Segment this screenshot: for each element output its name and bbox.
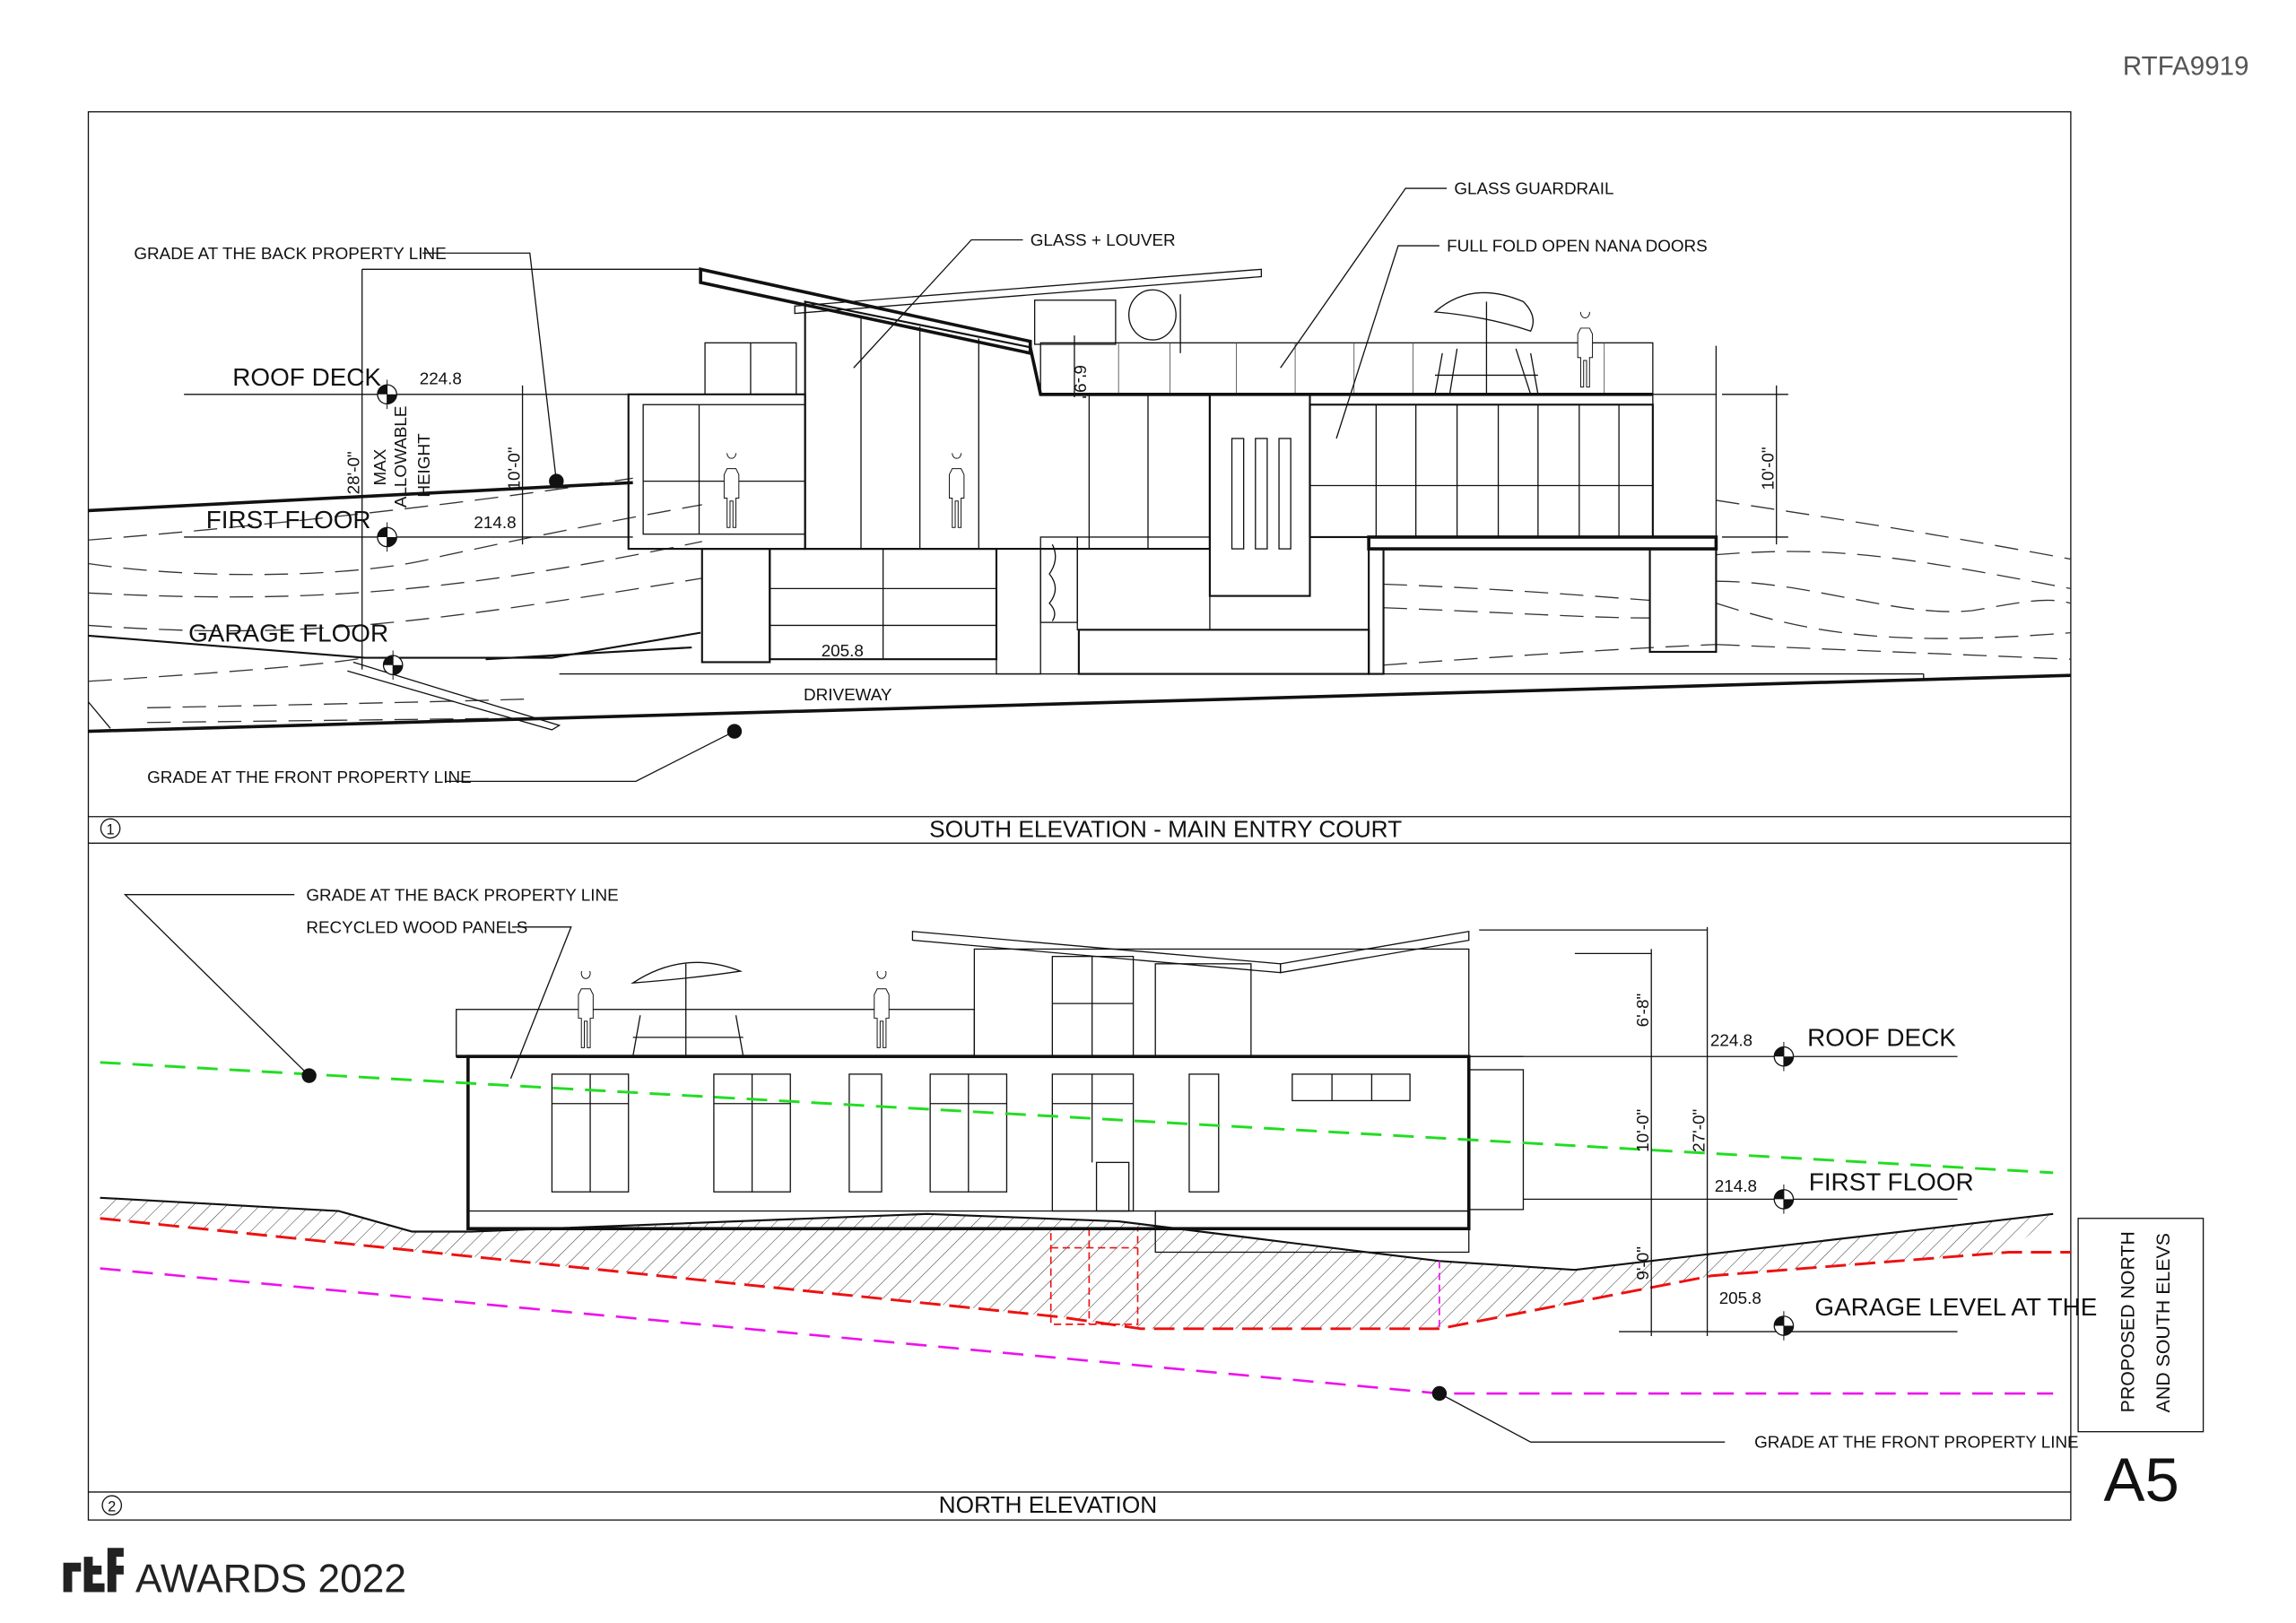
level-label: GARAGE FLOOR	[188, 619, 388, 647]
level-elevation: 214.8	[474, 513, 516, 532]
note-back-grade: GRADE AT THE BACK PROPERTY LINE	[134, 244, 446, 263]
patio-umbrella	[1433, 291, 1539, 395]
person-figure	[948, 453, 965, 528]
sheet-number: A5	[2104, 1445, 2179, 1515]
note-glass-guardrail: GLASS GUARDRAIL	[1454, 179, 1613, 198]
level-marker-icon	[382, 650, 404, 681]
note-nana-doors: FULL FOLD OPEN NANA DOORS	[1447, 237, 1708, 256]
level-label: FIRST FLOOR	[1809, 1168, 1974, 1196]
awards-label: AWARDS 2022	[135, 1558, 406, 1601]
view-number-badge	[100, 818, 121, 839]
sheet-title-line: PROPOSED NORTH	[2117, 1231, 2138, 1412]
level-marker-icon	[1773, 1041, 1795, 1072]
brick-pillar	[1648, 548, 1718, 654]
level-marker-icon	[1773, 1311, 1795, 1341]
dimension-text: 10'-0"	[1758, 447, 1777, 490]
brick-pillar	[700, 548, 771, 664]
person-figure	[578, 971, 594, 1048]
sheet-title-box	[2077, 1218, 2205, 1433]
grade-point-icon	[301, 1068, 317, 1083]
dimension-text: 9'-0"	[1633, 1246, 1652, 1280]
person-figure	[1577, 311, 1594, 388]
view-number: 2	[108, 1498, 116, 1515]
view-title: NORTH ELEVATION	[939, 1491, 1158, 1518]
garage-level-line	[100, 1217, 2071, 1331]
drawing-frame	[87, 111, 2072, 1521]
note-glass-louver: GLASS + LOUVER	[1031, 230, 1176, 249]
dimension-text: 10'-0"	[504, 447, 523, 490]
note-front-grade: GRADE AT THE FRONT PROPERTY LINE	[1754, 1433, 2079, 1452]
level-elevation: 224.8	[1710, 1031, 1752, 1050]
grade-point-icon	[1431, 1385, 1448, 1402]
dimension-text: 27'-0"	[1689, 1109, 1708, 1152]
grade-point-icon	[549, 473, 564, 489]
dimension-text: 10'-0"	[1633, 1109, 1652, 1152]
level-label: ROOF DECK	[1807, 1024, 1956, 1052]
dimension-note: MAX	[370, 448, 389, 485]
dimension-text: 28'-0"	[344, 451, 362, 494]
person-figure	[723, 453, 740, 528]
note-wood-panels: RECYCLED WOOD PANELS	[306, 917, 527, 936]
back-grade-line	[100, 1061, 2054, 1175]
view-number: 1	[107, 821, 115, 838]
level-elevation: 205.8	[822, 641, 864, 660]
view-number-badge	[101, 1495, 123, 1516]
sheet-code: RTFA9919	[2123, 52, 2249, 82]
level-elevation: 205.8	[1719, 1289, 1761, 1307]
dimension-note: ALLOWABLE	[391, 406, 410, 508]
rtf-logo	[63, 1548, 124, 1593]
north-elevation: 224.8 ROOF DECK 214.8 FIRST FLOOR 205.8 …	[100, 885, 2097, 1518]
note-driveway: DRIVEWAY	[804, 685, 892, 704]
sheet-title-line: AND SOUTH ELEVS	[2152, 1233, 2174, 1412]
level-marker-icon	[377, 522, 398, 552]
south-elevation: ROOF DECK 224.8 FIRST FLOOR 214.8 GARAGE…	[87, 179, 2072, 843]
note-front-grade: GRADE AT THE FRONT PROPERTY LINE	[147, 768, 472, 786]
dimension-note: HEIGHT	[414, 433, 433, 498]
level-elevation: 224.8	[420, 369, 462, 387]
dimension-text: 6'-8"	[1633, 994, 1652, 1028]
level-marker-icon	[1773, 1184, 1795, 1214]
patio-umbrella	[631, 961, 744, 1057]
grade-point-icon	[726, 724, 743, 739]
note-back-grade: GRADE AT THE BACK PROPERTY LINE	[306, 885, 618, 904]
level-label: FIRST FLOOR	[206, 506, 371, 534]
level-label: GARAGE LEVEL AT THE	[1814, 1293, 2097, 1321]
view-title: SOUTH ELEVATION - MAIN ENTRY COURT	[929, 816, 1402, 843]
person-figure	[874, 971, 890, 1048]
dimension-text: 6'-9"	[1071, 365, 1090, 399]
level-label: ROOF DECK	[232, 363, 381, 391]
level-elevation: 214.8	[1715, 1176, 1757, 1195]
